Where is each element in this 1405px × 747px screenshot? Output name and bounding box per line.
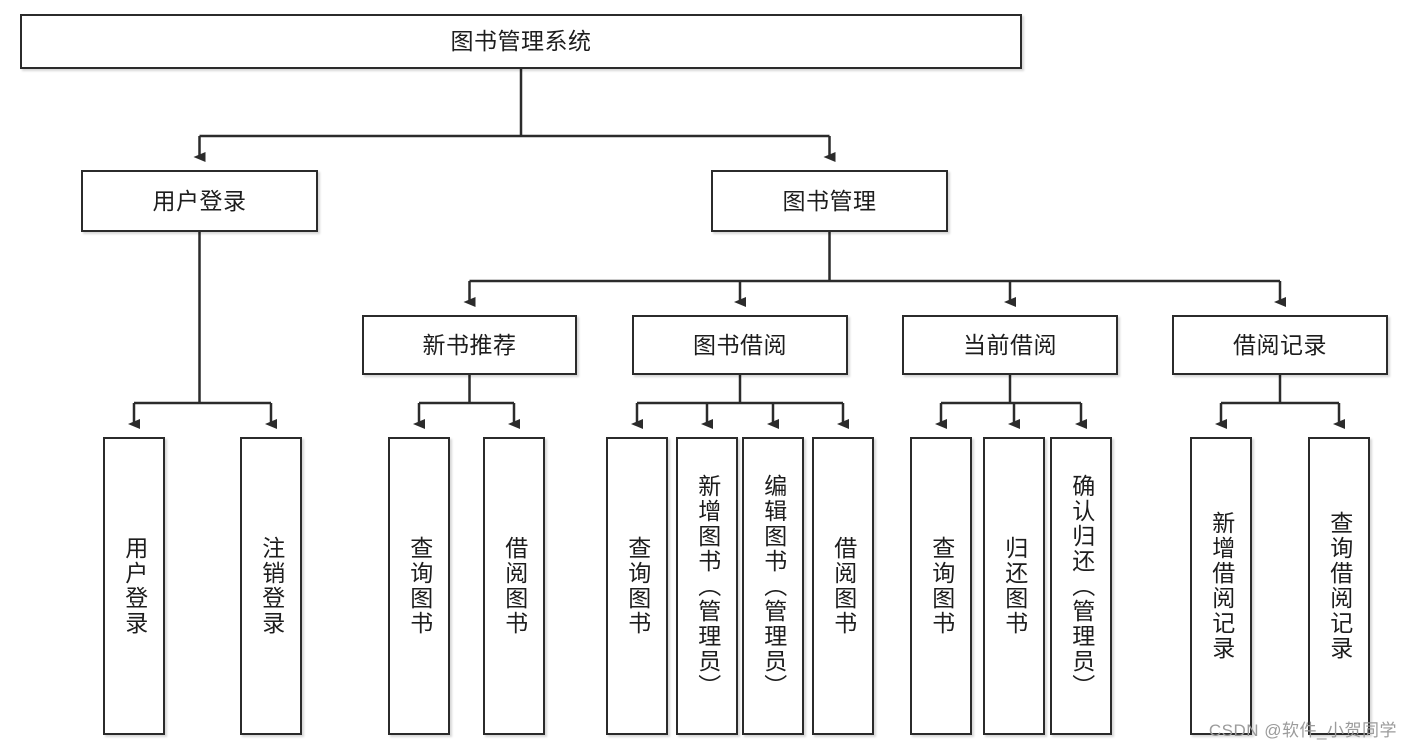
node-leaf-borrow-book-1[interactable]: 借阅图书 (483, 437, 545, 735)
node-label-leaf-query-book-1: 查询图书 (406, 536, 433, 636)
node-label-leaf-borrow-book-1: 借阅图书 (501, 536, 528, 636)
node-leaf-query-record[interactable]: 查询借阅记录 (1308, 437, 1370, 735)
node-leaf-user-login[interactable]: 用户登录 (103, 437, 165, 735)
node-label-leaf-query-book-3: 查询图书 (928, 536, 955, 636)
node-label-leaf-logout: 注销登录 (258, 536, 285, 636)
node-label-new-book-rec: 新书推荐 (422, 331, 517, 358)
node-label-leaf-query-book-2: 查询图书 (624, 536, 651, 636)
node-new-book-rec[interactable]: 新书推荐 (362, 315, 577, 375)
node-label-leaf-query-record: 查询借阅记录 (1326, 511, 1353, 661)
node-root[interactable]: 图书管理系统 (20, 14, 1022, 69)
node-label-leaf-user-login: 用户登录 (121, 536, 148, 636)
node-leaf-return-book[interactable]: 归还图书 (983, 437, 1045, 735)
node-label-book-manage: 图书管理 (782, 187, 877, 214)
node-label-leaf-edit-book: 编辑图书（管理员） (760, 473, 787, 699)
node-leaf-edit-book[interactable]: 编辑图书（管理员） (742, 437, 804, 735)
node-label-borrow-record: 借阅记录 (1233, 331, 1327, 358)
node-leaf-logout[interactable]: 注销登录 (240, 437, 302, 735)
node-leaf-borrow-book-2[interactable]: 借阅图书 (812, 437, 874, 735)
node-user-login[interactable]: 用户登录 (81, 170, 318, 232)
node-label-leaf-borrow-book-2: 借阅图书 (830, 536, 857, 636)
node-leaf-query-book-2[interactable]: 查询图书 (606, 437, 668, 735)
node-label-user-login: 用户登录 (152, 187, 247, 214)
node-current-borrow[interactable]: 当前借阅 (902, 315, 1118, 375)
node-leaf-add-record[interactable]: 新增借阅记录 (1190, 437, 1252, 735)
node-label-root: 图书管理系统 (450, 28, 592, 54)
node-leaf-query-book-3[interactable]: 查询图书 (910, 437, 972, 735)
node-label-book-borrow: 图书借阅 (693, 331, 787, 358)
node-label-leaf-return-book: 归还图书 (1001, 536, 1028, 636)
node-label-current-borrow: 当前借阅 (963, 331, 1057, 358)
node-leaf-query-book-1[interactable]: 查询图书 (388, 437, 450, 735)
node-book-borrow[interactable]: 图书借阅 (632, 315, 848, 375)
node-leaf-confirm-return[interactable]: 确认归还（管理员） (1050, 437, 1112, 735)
node-label-leaf-confirm-return: 确认归还（管理员） (1068, 473, 1095, 699)
node-label-leaf-add-book: 新增图书（管理员） (694, 473, 721, 699)
node-label-leaf-add-record: 新增借阅记录 (1208, 511, 1235, 661)
node-borrow-record[interactable]: 借阅记录 (1172, 315, 1388, 375)
node-leaf-add-book[interactable]: 新增图书（管理员） (676, 437, 738, 735)
watermark-label: CSDN @软件_小贺同学 (1208, 721, 1397, 740)
node-book-manage[interactable]: 图书管理 (711, 170, 948, 232)
